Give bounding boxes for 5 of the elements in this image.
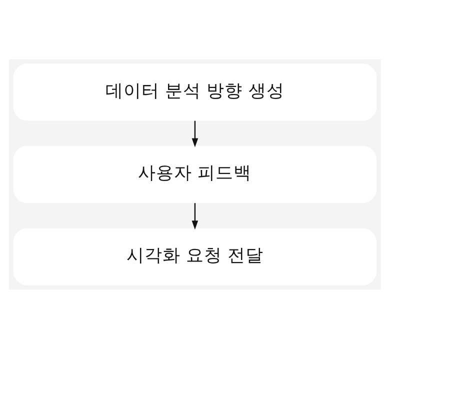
node-box: 시각화 요청 전달: [12, 228, 376, 286]
arrow: [191, 203, 198, 230]
arrow: [191, 120, 198, 148]
node-box: 데이터 분석 방향 생성: [12, 64, 376, 121]
node-box: 사용자 피드백: [12, 146, 376, 203]
